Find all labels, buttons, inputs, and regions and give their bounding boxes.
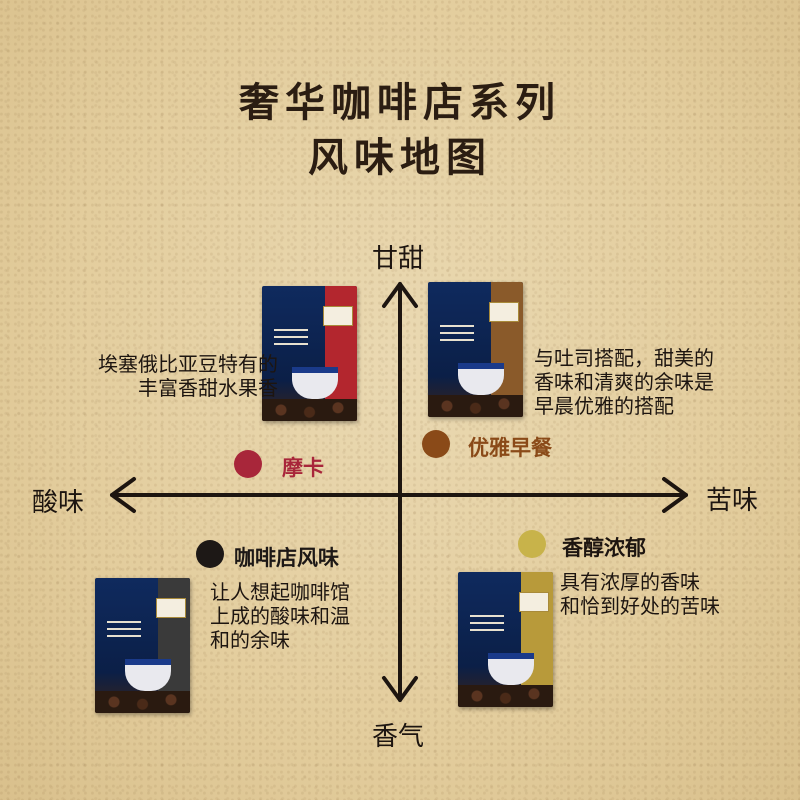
cafe-package-image	[95, 578, 190, 713]
arrow-right-icon	[662, 477, 688, 513]
rich-color-dot	[518, 530, 546, 558]
mocha-description: 埃塞俄比亚豆特有的 丰富香甜水果香	[98, 352, 278, 400]
rich-label: 香醇浓郁	[562, 536, 646, 560]
elegant-morning-package-image	[428, 282, 523, 417]
rich-description: 具有浓厚的香味 和恰到好处的苦味	[560, 570, 720, 618]
mocha-package-image	[262, 286, 357, 421]
axis-label-bitterness: 苦味	[706, 486, 759, 516]
title-line-2: 风味地图	[308, 134, 492, 181]
arrow-left-icon	[110, 477, 136, 513]
elegant-morning-color-dot	[422, 430, 450, 458]
mocha-label: 摩卡	[282, 456, 324, 480]
cafe-description: 让人想起咖啡馆 上成的酸味和温 和的余味	[210, 580, 350, 652]
rich-package-image	[458, 572, 553, 707]
arrow-down-icon	[382, 676, 418, 702]
cafe-label: 咖啡店风味	[234, 546, 339, 570]
cafe-color-dot	[196, 540, 224, 568]
arrow-up-icon	[382, 282, 418, 308]
title-line-1: 奢华咖啡店系列	[239, 79, 561, 126]
axis-label-acidity: 酸味	[32, 488, 85, 518]
elegant-morning-description: 与吐司搭配，甜美的 香味和清爽的余味是 早晨优雅的搭配	[534, 346, 714, 418]
elegant-morning-label: 优雅早餐	[468, 436, 552, 460]
axis-label-sweetness: 甘甜	[372, 244, 425, 274]
mocha-color-dot	[234, 450, 262, 478]
axis-label-aroma: 香气	[372, 722, 425, 752]
